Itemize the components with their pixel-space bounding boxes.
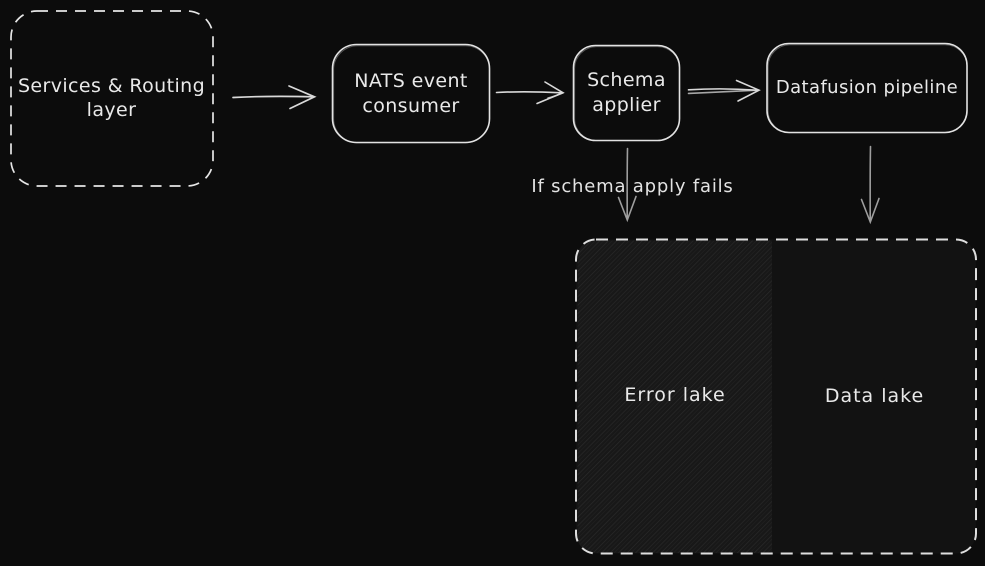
- arrow-services-to-nats: [232, 85, 317, 110]
- error-lake-hatch-fill: [577, 240, 772, 553]
- arrow-schema-to-error-lake: [617, 147, 637, 223]
- arrow-datafusion-to-data-lake: [860, 145, 880, 225]
- nats-consumer-box: [331, 43, 491, 144]
- datafusion-pipeline-box: [766, 42, 968, 134]
- lake-container-box: [575, 238, 977, 555]
- arrow-schema-to-datafusion: [687, 79, 761, 102]
- services-routing-box: [10, 10, 214, 187]
- schema-applier-box: [572, 44, 681, 142]
- arrow-nats-to-schema: [495, 81, 565, 105]
